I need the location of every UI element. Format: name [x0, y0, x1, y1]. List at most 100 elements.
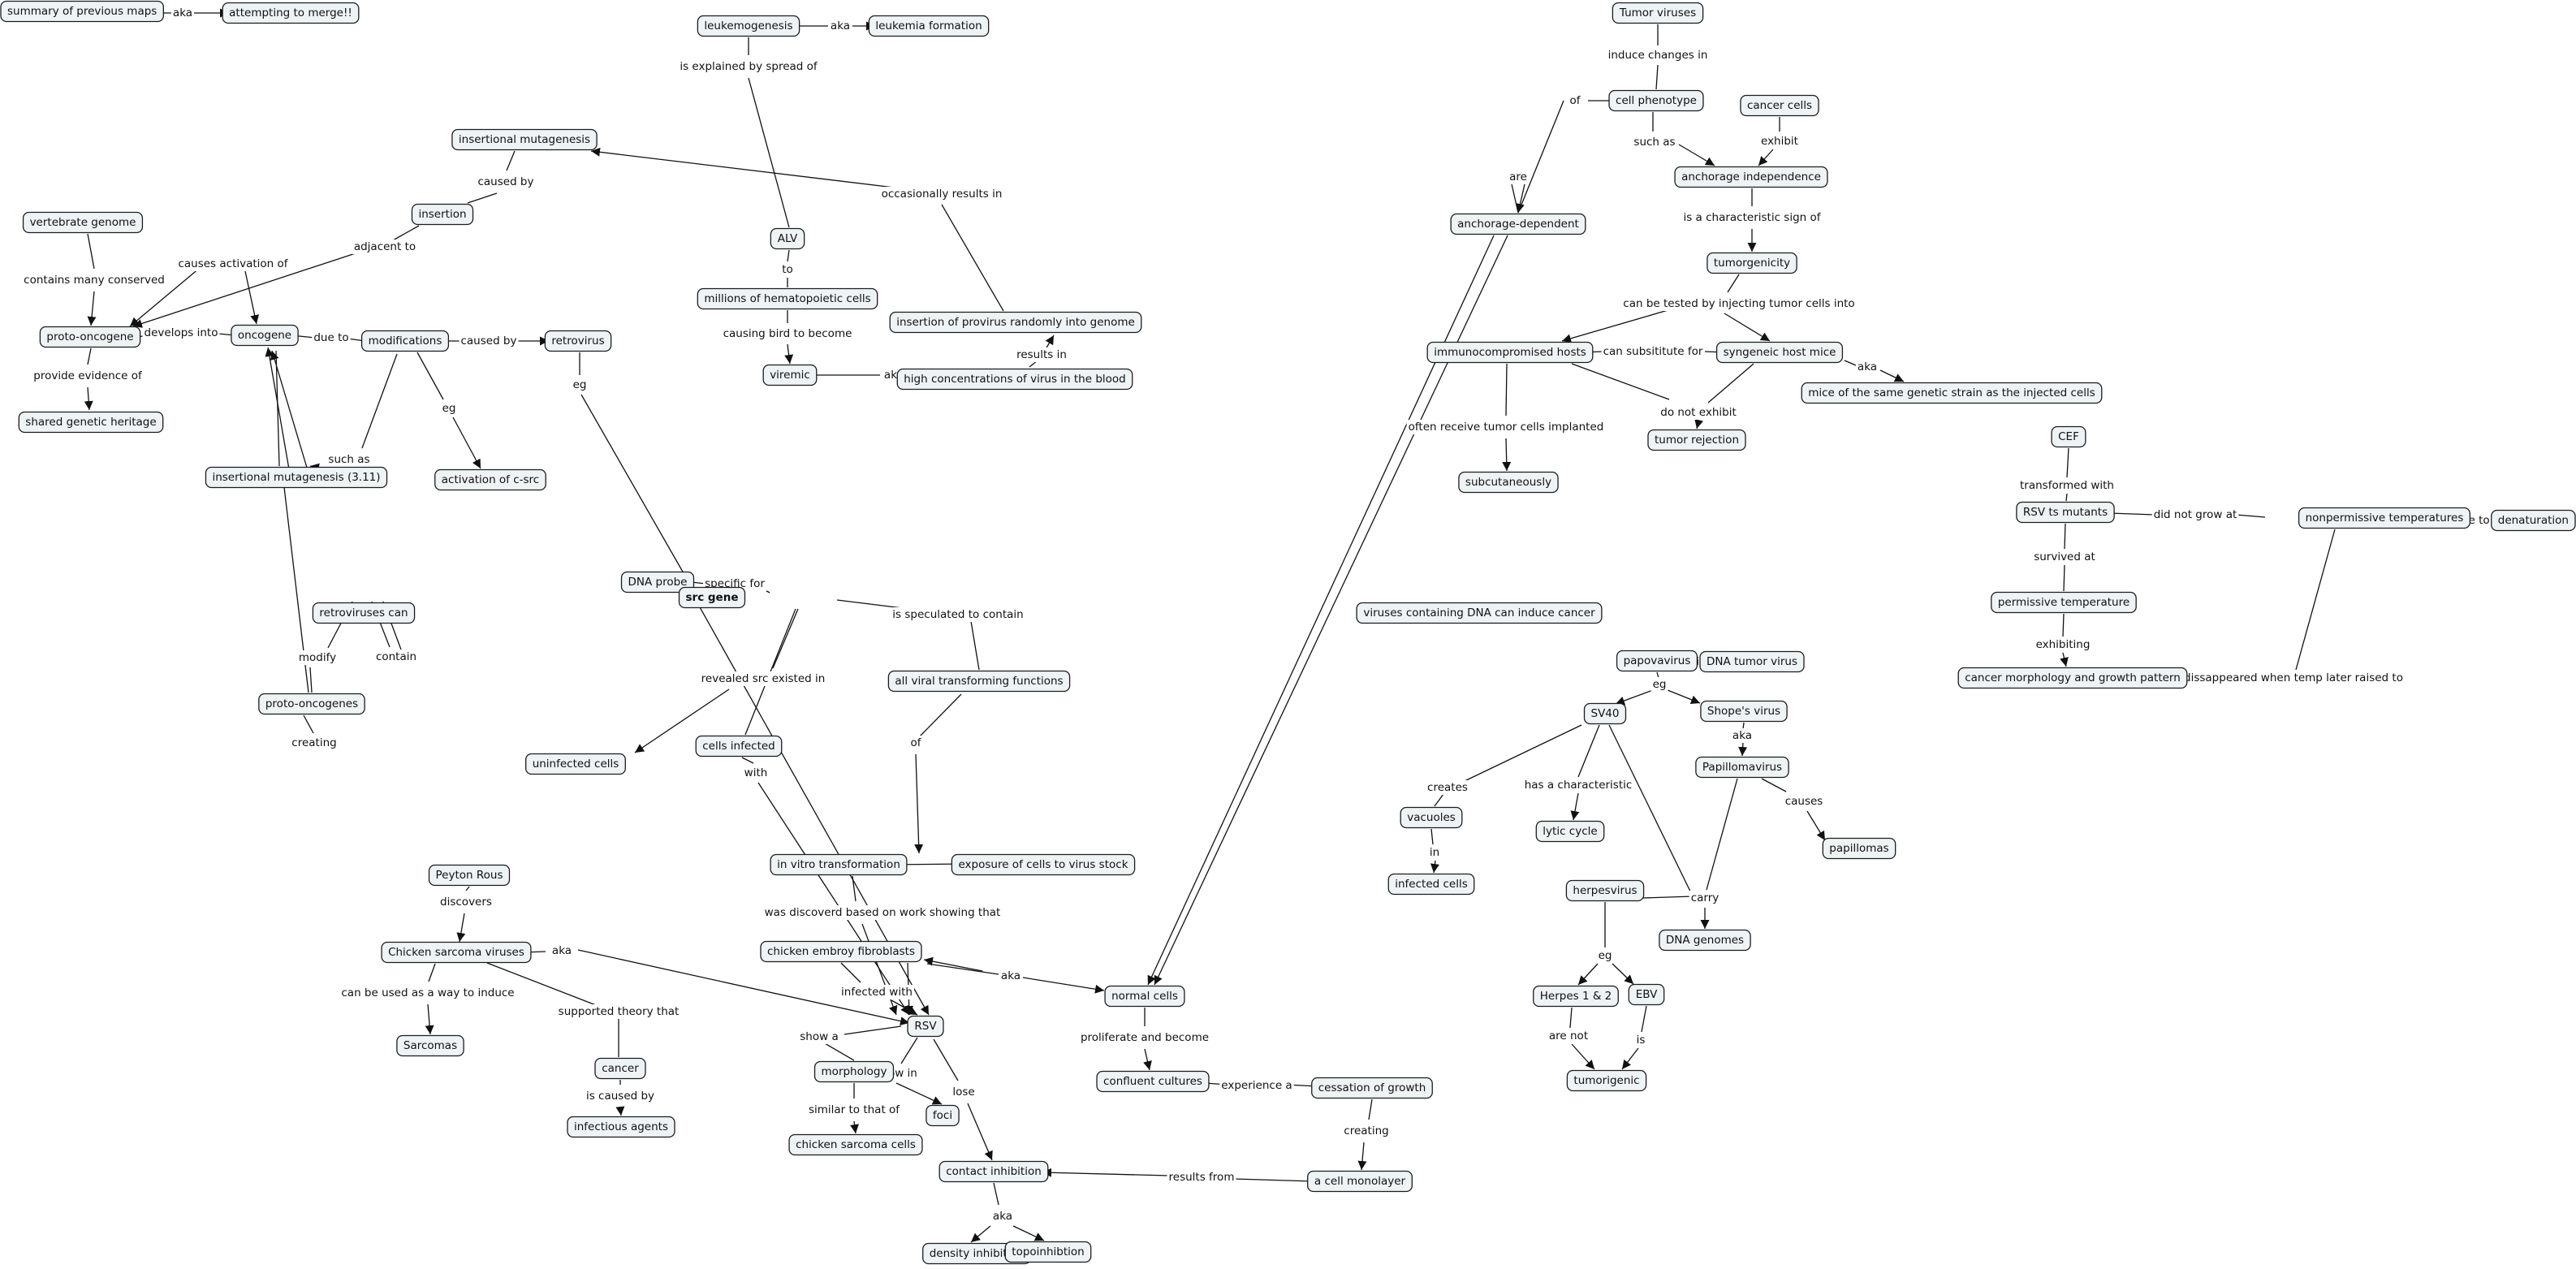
- concept-node-text: Herpes 1 & 2: [1540, 990, 1612, 1003]
- link-label-background: [806, 1103, 903, 1117]
- concept-node[interactable]: anchorage-dependent: [1450, 213, 1586, 235]
- concept-node[interactable]: chicken embroy fibroblasts: [760, 940, 922, 963]
- concept-node-text: morphology: [822, 1065, 887, 1078]
- link-label-text: infected with: [841, 986, 913, 999]
- link-label-background: [2034, 637, 2092, 652]
- concept-node[interactable]: oncogene: [231, 324, 299, 347]
- concept-node[interactable]: vacuoles: [1400, 806, 1463, 829]
- concept-node[interactable]: DNA tumor virus: [1699, 650, 1805, 673]
- concept-node[interactable]: Papillomavirus: [1695, 756, 1789, 779]
- concept-node[interactable]: cancer morphology and growth pattern: [1957, 667, 2188, 689]
- concept-node[interactable]: syngeneic host mice: [1715, 341, 1844, 364]
- concept-node[interactable]: density inhibition: [922, 1242, 1031, 1265]
- concept-node[interactable]: cells infected: [695, 735, 783, 758]
- concept-node[interactable]: tumorgenicity: [1707, 252, 1797, 274]
- concept-node[interactable]: Sarcomas: [396, 1034, 464, 1057]
- concept-node[interactable]: topoinhibtion: [1004, 1241, 1092, 1263]
- concept-node[interactable]: tumor rejection: [1647, 429, 1746, 451]
- link-label: did not grow at: [2151, 507, 2239, 522]
- concept-node[interactable]: nonpermissive temperatures: [2298, 507, 2471, 529]
- concept-node[interactable]: mice of the same genetic strain as the i…: [1801, 382, 2103, 404]
- concept-node[interactable]: EBV: [1628, 983, 1665, 1006]
- concept-node[interactable]: papovavirus: [1616, 650, 1698, 672]
- concept-node[interactable]: viruses containing DNA can induce cancer: [1356, 602, 1603, 624]
- concept-node[interactable]: src gene: [678, 586, 746, 609]
- concept-node[interactable]: insertional mutagenesis (3.11): [205, 466, 388, 489]
- concept-node[interactable]: insertion: [411, 203, 474, 226]
- concept-node[interactable]: Peyton Rous: [428, 864, 511, 887]
- concept-node[interactable]: anchorage independence: [1674, 166, 1828, 188]
- connector-line: [1464, 724, 1582, 782]
- concept-node[interactable]: DNA genomes: [1659, 929, 1751, 952]
- concept-node[interactable]: all viral transforming functions: [887, 670, 1071, 693]
- concept-node-box: [451, 128, 598, 151]
- link-label-background: [339, 986, 516, 1000]
- concept-node[interactable]: activation of c-src: [434, 468, 546, 491]
- concept-node[interactable]: infectious agents: [567, 1116, 675, 1138]
- concept-node[interactable]: Herpes 1 & 2: [1533, 985, 1619, 1008]
- concept-node-box: [896, 368, 1133, 391]
- concept-node[interactable]: Tumor viruses: [1612, 2, 1704, 24]
- concept-node[interactable]: papillomas: [1822, 837, 1896, 860]
- concept-node[interactable]: summary of previous maps: [0, 0, 164, 23]
- concept-node[interactable]: CEF: [2051, 425, 2086, 448]
- concept-node[interactable]: immunocompromised hosts: [1426, 341, 1594, 364]
- concept-node[interactable]: in vitro transformation: [770, 853, 908, 876]
- concept-node[interactable]: a cell monolayer: [1307, 1170, 1413, 1193]
- concept-node[interactable]: viremic: [762, 364, 818, 386]
- link-label-text: is caused by: [586, 1090, 654, 1103]
- concept-node-text: cessation of growth: [1318, 1081, 1426, 1094]
- concept-node[interactable]: insertional mutagenesis: [451, 128, 598, 151]
- concept-node[interactable]: permissive temperature: [1991, 591, 2137, 614]
- connector-line: [1430, 828, 1434, 845]
- concept-node[interactable]: high concentrations of virus in the bloo…: [896, 368, 1133, 391]
- concept-node[interactable]: shared genetic heritage: [18, 411, 164, 434]
- concept-node[interactable]: subcutaneously: [1458, 471, 1559, 494]
- concept-node[interactable]: exposure of cells to virus stock: [951, 853, 1136, 876]
- concept-node[interactable]: lytic cycle: [1535, 820, 1605, 843]
- concept-node[interactable]: vertebrate genome: [22, 211, 144, 234]
- concept-node[interactable]: cancer cells: [1740, 94, 1819, 117]
- concept-node[interactable]: SV40: [1583, 702, 1627, 725]
- concept-node[interactable]: proto-oncogene: [39, 326, 141, 348]
- concept-node[interactable]: retrovirus: [544, 330, 612, 352]
- concept-node[interactable]: cancer: [594, 1057, 646, 1080]
- concept-node[interactable]: uninfected cells: [525, 753, 626, 775]
- concept-node-box: [222, 2, 360, 24]
- concept-node-box: [762, 364, 818, 386]
- concept-node[interactable]: normal cells: [1104, 985, 1185, 1008]
- concept-node[interactable]: millions of hematopoietic cells: [697, 287, 878, 310]
- concept-node[interactable]: leukemia formation: [868, 15, 990, 37]
- link-label-background: [440, 401, 458, 416]
- link-label: aka: [999, 969, 1023, 983]
- concept-node[interactable]: cessation of growth: [1311, 1077, 1433, 1099]
- concept-node[interactable]: herpesvirus: [1565, 879, 1645, 902]
- connector-line: [1612, 963, 1634, 985]
- concept-node[interactable]: confluent cultures: [1096, 1070, 1210, 1093]
- concept-node[interactable]: RSV ts mutants: [2016, 501, 2115, 524]
- concept-node[interactable]: Shope's virus: [1700, 700, 1788, 723]
- concept-node[interactable]: retroviruses can: [312, 602, 416, 624]
- concept-node[interactable]: denaturation: [2491, 509, 2576, 532]
- concept-node[interactable]: insertion of provirus randomly into geno…: [889, 311, 1142, 334]
- concept-node[interactable]: foci: [926, 1104, 960, 1127]
- concept-node[interactable]: contact inhibition: [938, 1160, 1049, 1183]
- concept-node[interactable]: modifications: [360, 330, 450, 352]
- concept-node-box: [907, 1015, 944, 1038]
- concept-node[interactable]: leukemogenesis: [697, 15, 800, 37]
- concept-node[interactable]: Chicken sarcoma viruses: [381, 941, 532, 964]
- concept-node[interactable]: tumorigenic: [1566, 1069, 1647, 1092]
- concept-node[interactable]: attempting to merge!!: [222, 2, 360, 24]
- concept-node-text: herpesvirus: [1573, 884, 1637, 897]
- link-label-background: [1078, 1030, 1211, 1045]
- concept-node[interactable]: DNA probe: [620, 571, 695, 593]
- concept-node[interactable]: infected cells: [1387, 873, 1475, 896]
- concept-node[interactable]: RSV: [907, 1015, 944, 1038]
- concept-node[interactable]: proto-oncogenes: [258, 693, 365, 715]
- concept-node[interactable]: chicken sarcoma cells: [788, 1133, 923, 1156]
- concept-node[interactable]: ALV: [770, 227, 805, 250]
- concept-node[interactable]: morphology: [813, 1060, 895, 1083]
- concept-node[interactable]: cell phenotype: [1608, 89, 1704, 112]
- concept-node-text: subcutaneously: [1465, 476, 1551, 489]
- concept-node-text: retrovirus: [551, 335, 604, 347]
